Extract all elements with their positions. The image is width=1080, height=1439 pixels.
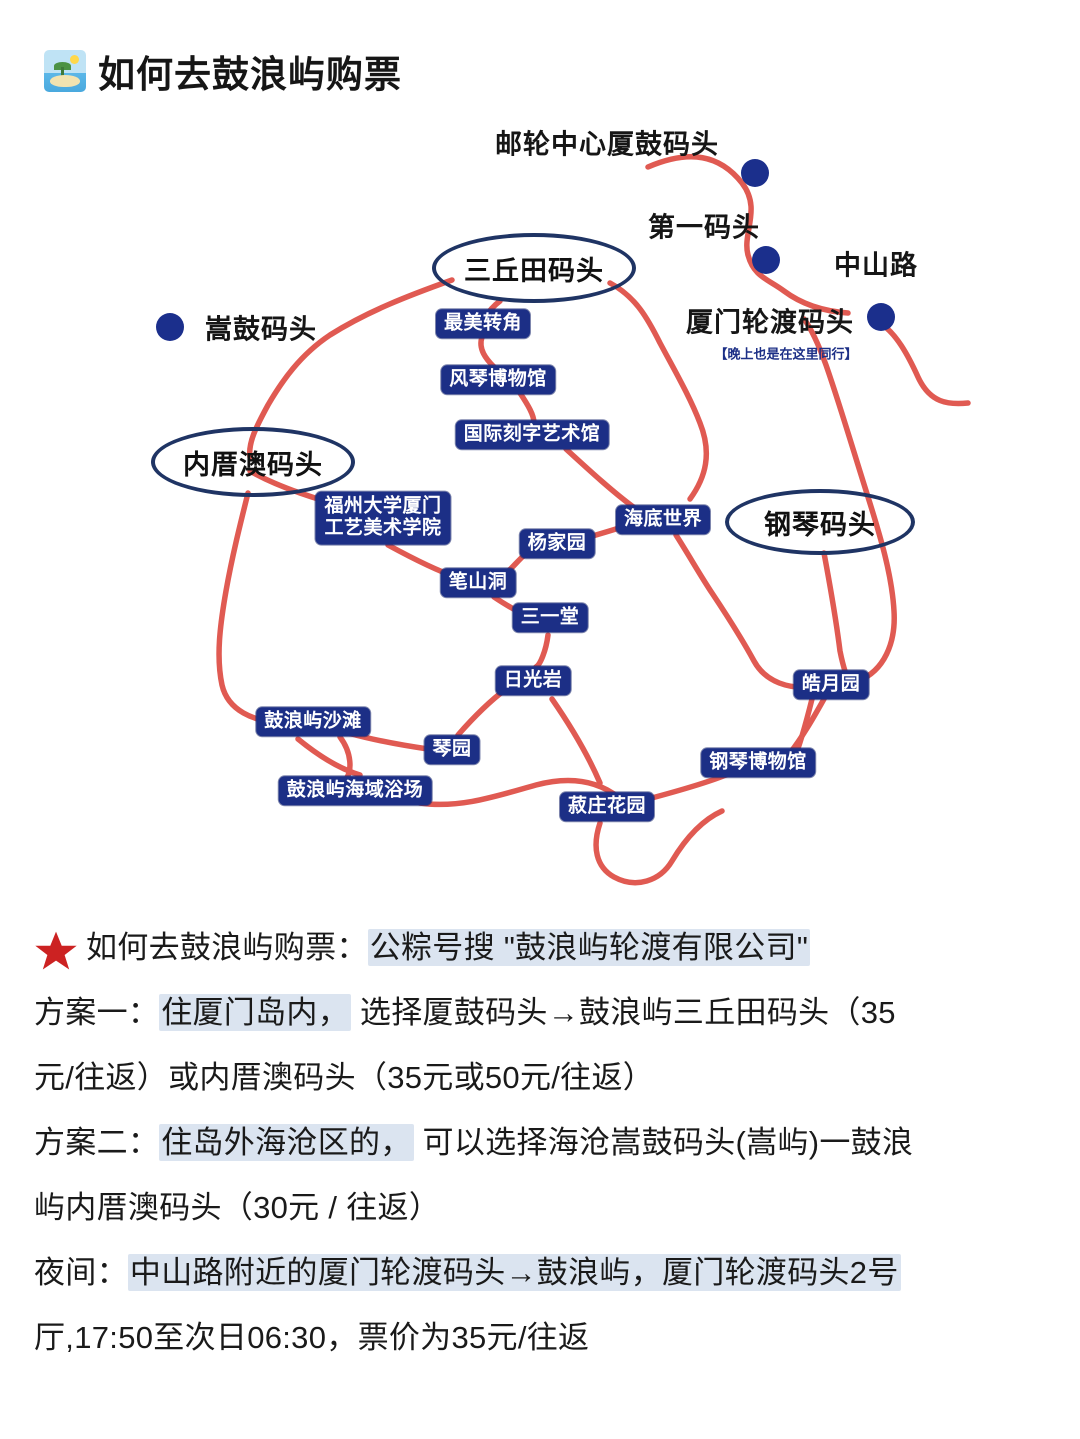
road-fengqin-guoji: [517, 390, 537, 426]
info-line-3-seg-0: 方案二：: [34, 1125, 160, 1160]
road-riguang-shuzhuang: [549, 696, 603, 786]
road-sanqiutian-east: [607, 280, 710, 502]
palm-frond-icon: [54, 62, 71, 70]
page-header: 如何去鼓浪屿购票: [44, 44, 402, 98]
poi-sanyitang[interactable]: 三一堂: [512, 603, 588, 633]
page-title: 如何去鼓浪屿购票: [98, 54, 402, 95]
poi-gulangyu-beach[interactable]: 鼓浪屿沙滩: [256, 707, 370, 737]
map-label-cruise-center: 邮轮中心厦鼓码头: [495, 129, 719, 160]
sun-icon: [70, 55, 79, 64]
map-label-songgu-pier: 嵩鼓码头: [205, 314, 317, 345]
road-west-coast: [216, 490, 283, 726]
info-line-0-seg-1: 公粽号搜 "鼓浪屿轮渡有限公司": [367, 929, 811, 966]
poi-bishandong[interactable]: 笔山洞: [440, 568, 516, 598]
info-line-1: 方案一：住厦门岛内， 选择厦鼓码头→鼓浪屿三丘田码头（35: [34, 980, 1046, 1045]
terminal-neicuoao[interactable]: 内厝澳码头: [151, 427, 355, 497]
poi-riguangyan[interactable]: 日光岩: [495, 666, 571, 696]
road-mainland-east: [877, 320, 971, 407]
poi-haoyueyuan[interactable]: 皓月园: [793, 670, 869, 700]
road-gangqin-matou-haoyue: [821, 550, 855, 690]
red-star-icon: [35, 931, 77, 970]
info-line-4-seg-0: 屿内厝澳码头（30元 / 往返）: [34, 1190, 441, 1225]
terminal-gangqin-label: 钢琴码头: [764, 509, 876, 540]
poi-piano-museum[interactable]: 钢琴博物馆: [701, 748, 815, 778]
info-line-0: 如何去鼓浪屿购票：公粽号搜 "鼓浪屿轮渡有限公司": [34, 915, 1046, 980]
poi-fuzhou-univ-art-academy[interactable]: 福州大学厦门 工艺美术学院: [315, 491, 451, 545]
terminal-neicuoao-label: 内厝澳码头: [183, 449, 323, 480]
road-mainland-north: [645, 154, 851, 316]
road-shuzhuang-south-loop: [593, 808, 725, 886]
poi-yangjiayuan[interactable]: 杨家园: [519, 529, 595, 559]
info-line-6: 厅,17:50至次日06:30，票价为35元/往返: [34, 1305, 1046, 1370]
road-south-coast: [417, 777, 621, 808]
info-line-5-seg-1: 中山路附近的厦门轮渡码头→鼓浪屿，厦门轮渡码头2号: [127, 1254, 901, 1291]
ticket-info-block: 如何去鼓浪屿购票：公粽号搜 "鼓浪屿轮渡有限公司" 方案一：住厦门岛内， 选择厦…: [34, 915, 1046, 1370]
info-line-3: 方案二：住岛外海沧区的， 可以选择海沧嵩鼓码头(嵩屿)一鼓浪: [34, 1110, 1046, 1175]
info-line-1-seg-2: 选择厦鼓码头→鼓浪屿三丘田码头（35: [351, 995, 896, 1030]
road-guoji-haidi: [563, 446, 639, 512]
road-shatan-loop: [295, 736, 363, 778]
poi-fuzhou-univ-line2: 工艺美术学院: [324, 517, 442, 539]
info-line-5-seg-0: 夜间：: [34, 1255, 128, 1290]
info-line-1-seg-0: 方案一：: [34, 995, 160, 1030]
info-line-2: 元/往返）或内厝澳码头（35元或50元/往返）: [34, 1045, 1046, 1110]
terminal-sanqiutian-label: 三丘田码头: [464, 255, 604, 286]
road-haidi-to-haoyue: [673, 532, 815, 691]
road-zuimei-fengqin: [478, 334, 497, 370]
map-label-first-pier: 第一码头: [648, 212, 760, 243]
info-line-1-seg-1: 住厦门岛内，: [159, 994, 352, 1031]
poi-gulangyu-bathing-beach[interactable]: 鼓浪屿海域浴场: [278, 776, 432, 806]
poi-underwater-world[interactable]: 海底世界: [615, 505, 711, 535]
terminal-sanqiutian[interactable]: 三丘田码头: [432, 233, 636, 303]
road-shuzhuang-gangqin-bowuguan: [645, 772, 729, 802]
poi-zuimeizhuanjiao[interactable]: 最美转角: [435, 309, 531, 339]
info-line-3-seg-2: 可以选择海沧嵩鼓码头(嵩屿)一鼓浪: [413, 1125, 914, 1160]
sand-island-icon: [50, 75, 80, 87]
poi-fuzhou-univ-line1: 福州大学厦门: [324, 495, 442, 517]
poi-qinyuan[interactable]: 琴园: [424, 735, 480, 765]
poi-fengqin-museum[interactable]: 风琴博物馆: [441, 365, 555, 395]
info-line-0-seg-0: 如何去鼓浪屿购票：: [86, 930, 368, 965]
info-line-3-seg-1: 住岛外海沧区的，: [159, 1124, 414, 1161]
info-line-2-seg-0: 元/往返）或内厝澳码头（35元或50元/往返）: [34, 1060, 655, 1095]
map-note-night-ferry: 【晚上也是在这里同行】: [714, 346, 858, 362]
xiamen-ferry-dot: [867, 303, 895, 331]
cruise-center-dot: [741, 159, 769, 187]
info-line-5: 夜间：中山路附近的厦门轮渡码头→鼓浪屿，厦门轮渡码头2号: [34, 1240, 1046, 1305]
gulangyu-route-map: 邮轮中心厦鼓码头 第一码头 中山路 厦门轮渡码头 嵩鼓码头 【晚上也是在这里同行…: [0, 105, 1080, 905]
poi-shuzhuang-garden[interactable]: 菽庄花园: [559, 792, 655, 822]
palm-trunk-icon: [61, 67, 64, 80]
info-line-4: 屿内厝澳码头（30元 / 往返）: [34, 1175, 1046, 1240]
first-pier-dot: [752, 246, 780, 274]
map-label-xiamen-ferry: 厦门轮渡码头: [686, 307, 854, 338]
island-picture-icon: [44, 50, 86, 92]
map-label-zhongshan-road: 中山路: [834, 250, 918, 281]
road-sanyitang-riguang: [533, 632, 551, 670]
songgu-pier-dot: [156, 313, 184, 341]
info-line-6-seg-0: 厅,17:50至次日06:30，票价为35元/往返: [34, 1320, 590, 1355]
road-riguang-qinyuan: [455, 686, 509, 738]
map-road-network: [216, 154, 971, 886]
terminal-gangqin[interactable]: 钢琴码头: [725, 489, 915, 555]
poi-intl-seal-art[interactable]: 国际刻字艺术馆: [455, 420, 609, 450]
